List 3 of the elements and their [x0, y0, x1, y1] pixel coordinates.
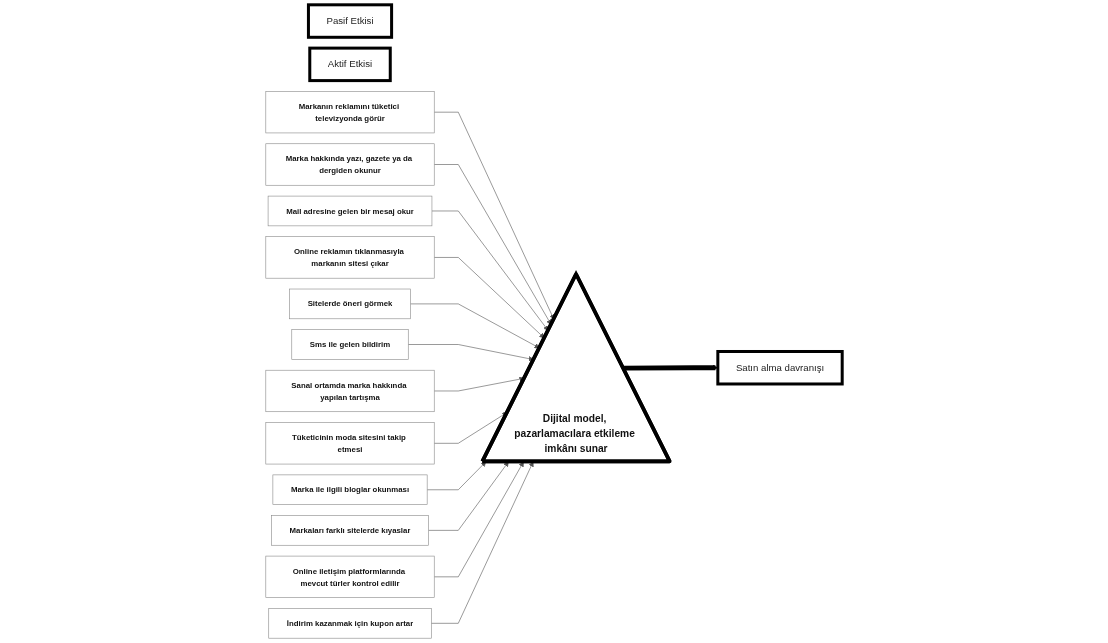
node-box: Pasif Etkisi	[306, 3, 394, 39]
node-box: Satın alma davranışı	[716, 350, 844, 386]
node-box: Aktif Etkisi	[308, 46, 392, 83]
